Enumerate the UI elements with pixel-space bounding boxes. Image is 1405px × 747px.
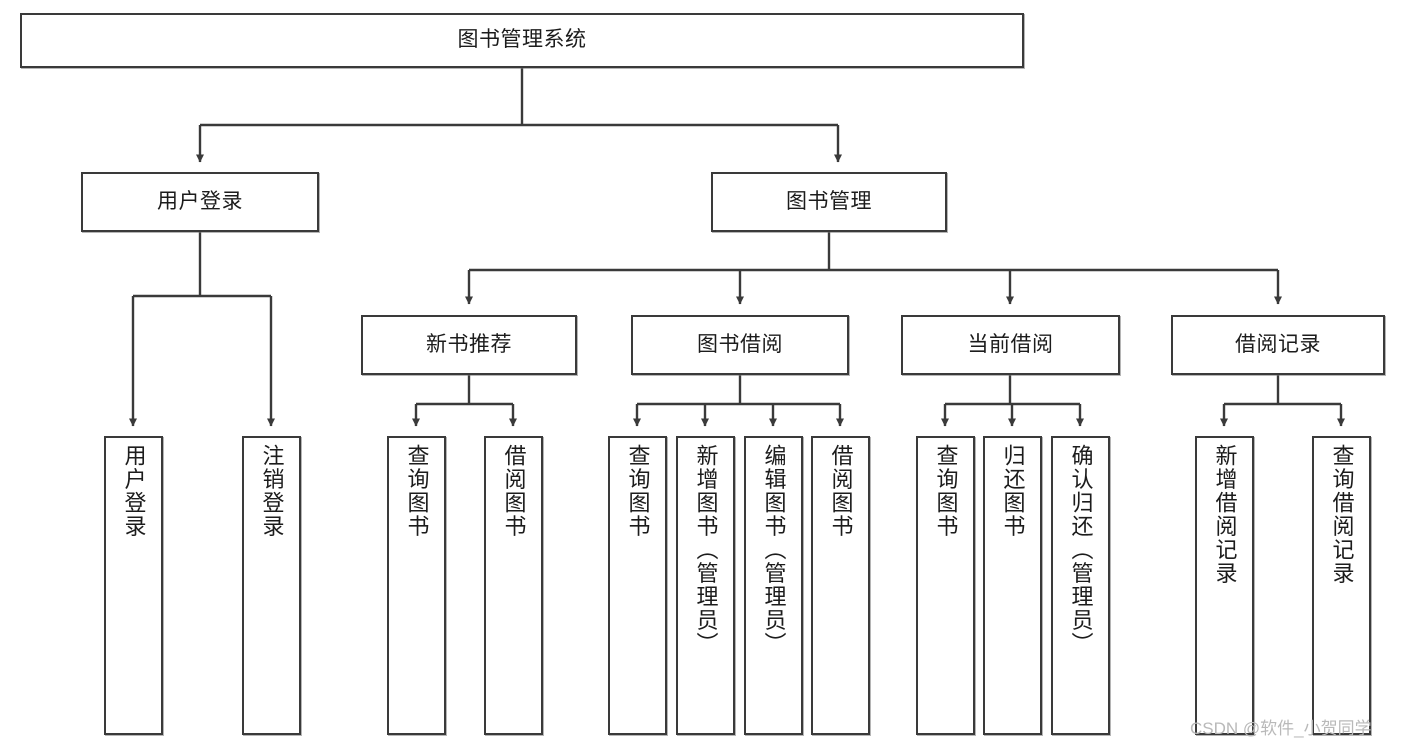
node-borrow-record-label: 借阅记录 — [1235, 332, 1321, 356]
node-book-borrow[interactable]: 图书借阅 — [631, 315, 849, 375]
node-leaf-logout-login-label: 注销登录 — [259, 444, 285, 538]
node-leaf-user-login[interactable]: 用户登录 — [104, 436, 163, 735]
node-leaf-edit-book-label: 编辑图书（管理员） — [761, 444, 787, 656]
node-leaf-confirm-return[interactable]: 确认归还（管理员） — [1051, 436, 1110, 735]
node-leaf-add-book[interactable]: 新增图书（管理员） — [676, 436, 735, 735]
node-current-borrow[interactable]: 当前借阅 — [901, 315, 1120, 375]
node-leaf-add-record[interactable]: 新增借阅记录 — [1195, 436, 1254, 735]
node-current-borrow-label: 当前借阅 — [967, 332, 1054, 356]
node-leaf-query-book-1[interactable]: 查询图书 — [387, 436, 446, 735]
node-leaf-edit-book[interactable]: 编辑图书（管理员） — [744, 436, 803, 735]
node-leaf-query-book-2[interactable]: 查询图书 — [608, 436, 667, 735]
node-leaf-borrow-book-2-label: 借阅图书 — [828, 444, 854, 538]
node-leaf-confirm-return-label: 确认归还（管理员） — [1068, 444, 1094, 656]
node-leaf-borrow-book-1[interactable]: 借阅图书 — [484, 436, 543, 735]
csdn-watermark: CSDN @软件_小贺同学 — [1190, 719, 1372, 738]
node-leaf-borrow-book-2[interactable]: 借阅图书 — [811, 436, 870, 735]
node-leaf-query-book-3-label: 查询图书 — [933, 444, 959, 538]
node-leaf-borrow-book-1-label: 借阅图书 — [501, 444, 527, 538]
node-root-label: 图书管理系统 — [457, 28, 587, 52]
node-book-manage-label: 图书管理 — [786, 189, 872, 213]
node-leaf-logout-login[interactable]: 注销登录 — [242, 436, 301, 735]
node-leaf-query-book-2-label: 查询图书 — [625, 444, 651, 538]
node-leaf-query-book-1-label: 查询图书 — [404, 444, 430, 538]
node-book-manage[interactable]: 图书管理 — [711, 172, 947, 232]
node-leaf-query-book-3[interactable]: 查询图书 — [916, 436, 975, 735]
node-leaf-return-book-label: 归还图书 — [1000, 444, 1026, 538]
node-leaf-add-book-label: 新增图书（管理员） — [693, 444, 719, 656]
node-leaf-return-book[interactable]: 归还图书 — [983, 436, 1042, 735]
node-leaf-user-login-label: 用户登录 — [121, 444, 147, 538]
node-leaf-add-record-label: 新增借阅记录 — [1212, 444, 1238, 585]
node-new-book-recommend-label: 新书推荐 — [426, 332, 512, 356]
node-user-login[interactable]: 用户登录 — [81, 172, 319, 232]
node-leaf-query-record-label: 查询借阅记录 — [1329, 444, 1355, 585]
node-borrow-record[interactable]: 借阅记录 — [1171, 315, 1385, 375]
node-user-login-label: 用户登录 — [157, 189, 243, 213]
node-book-borrow-label: 图书借阅 — [697, 332, 783, 356]
node-new-book-recommend[interactable]: 新书推荐 — [361, 315, 577, 375]
node-root[interactable]: 图书管理系统 — [20, 13, 1024, 68]
node-leaf-query-record[interactable]: 查询借阅记录 — [1312, 436, 1371, 735]
